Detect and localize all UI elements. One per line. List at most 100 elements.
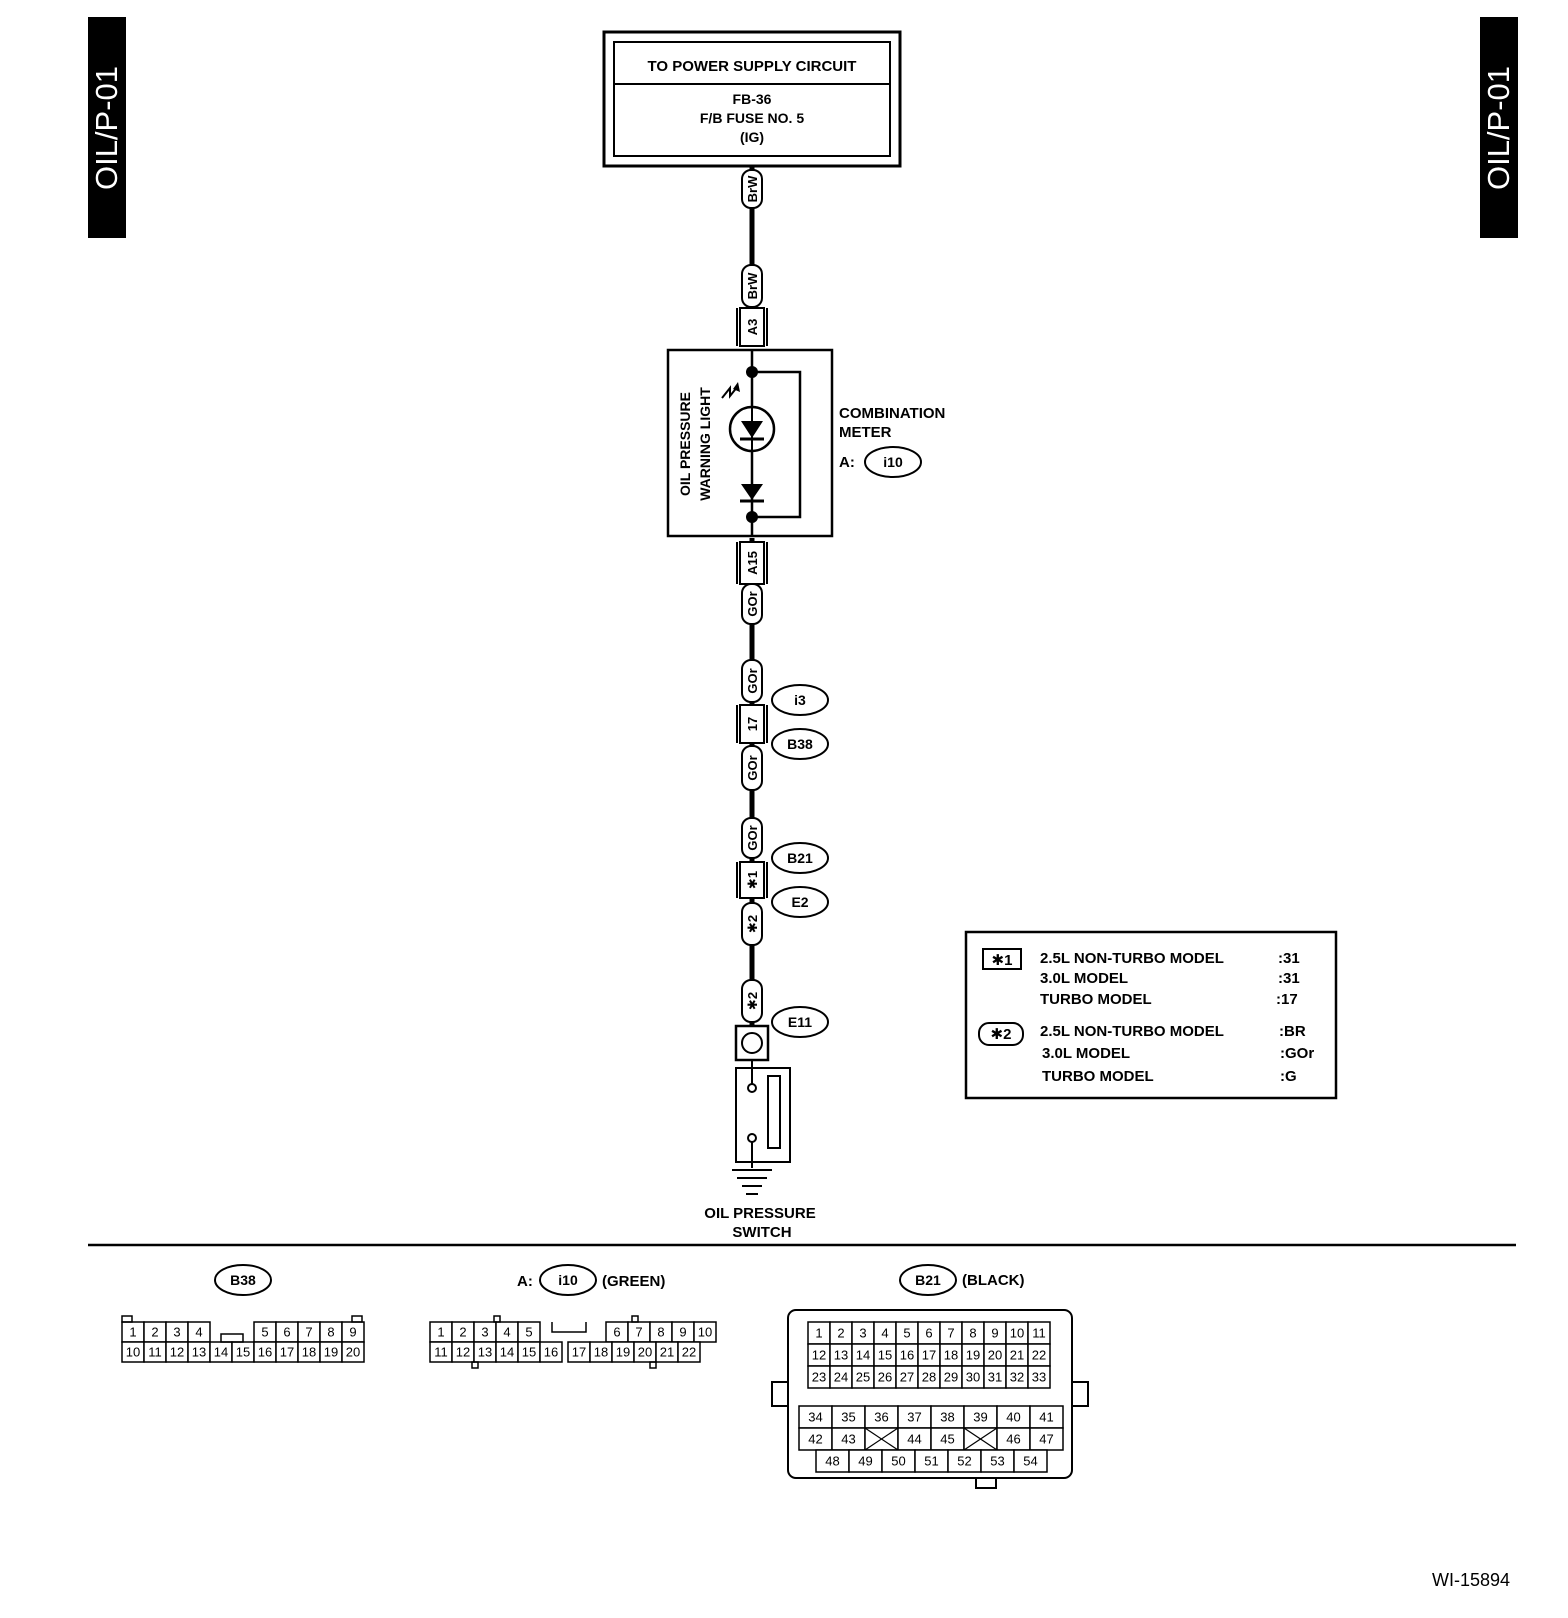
pin-cell: 15	[517, 1341, 541, 1363]
pin-number: 3	[859, 1326, 866, 1341]
pin-cell: 5	[253, 1321, 277, 1343]
pin-cell: 6	[275, 1321, 299, 1343]
pin-number: 8	[969, 1326, 976, 1341]
pin-number: 19	[324, 1345, 338, 1360]
pin-number: 40	[1006, 1410, 1020, 1425]
pin-number: 36	[874, 1410, 888, 1425]
pin-cell: 42	[798, 1427, 833, 1451]
pin-number: 4	[195, 1325, 202, 1340]
section-tab-left: OIL/P-01	[88, 17, 126, 238]
pin-number: 9	[349, 1325, 356, 1340]
svg-text:BrW: BrW	[745, 175, 760, 202]
pin-number: 9	[679, 1325, 686, 1340]
pin-number: 52	[957, 1454, 971, 1469]
pin-cell: 22	[677, 1341, 701, 1363]
pin-number: 18	[944, 1348, 958, 1363]
pin-number: 14	[214, 1345, 228, 1360]
pin-cell: 19	[319, 1341, 343, 1363]
combination-meter: OIL PRESSURE WARNING LIGHT	[666, 348, 834, 538]
pin-cell: 10	[693, 1321, 717, 1343]
pin-number: 10	[698, 1325, 712, 1340]
pin-number: 2	[151, 1325, 158, 1340]
pin-cell: 38	[930, 1405, 965, 1429]
pin-number: 45	[940, 1432, 954, 1447]
pin-cell: 27	[895, 1365, 919, 1389]
svg-text:B21: B21	[787, 850, 813, 866]
pin-cell: 24	[829, 1365, 853, 1389]
pin-cell: 37	[897, 1405, 932, 1429]
pin-number: 28	[922, 1370, 936, 1385]
pin-number: 29	[944, 1370, 958, 1385]
pin-number: 27	[900, 1370, 914, 1385]
pin-cell: 20	[633, 1341, 657, 1363]
svg-text:i10: i10	[883, 454, 903, 470]
pin-cell: 12	[451, 1341, 475, 1363]
connector-badge-e2: E2	[771, 886, 829, 918]
pin-number: 11	[434, 1345, 448, 1360]
pin-cell: 36	[864, 1405, 899, 1429]
pin-cell: 13	[473, 1341, 497, 1363]
pin-cell: 30	[961, 1365, 985, 1389]
svg-text:2.5L NON-TURBO MODEL: 2.5L NON-TURBO MODEL	[1040, 1023, 1224, 1040]
pin-number: 26	[878, 1370, 892, 1385]
pin-cell: 7	[939, 1321, 963, 1345]
pin-number: 23	[812, 1370, 826, 1385]
pin-number: 50	[891, 1454, 905, 1469]
pin-number: 43	[841, 1432, 855, 1447]
fuse-ignition: (IG)	[740, 129, 764, 145]
pinout-header-i10: A: i10 (GREEN)	[517, 1264, 665, 1296]
pin-cell: 17	[917, 1343, 941, 1367]
svg-text:2.5L NON-TURBO MODEL: 2.5L NON-TURBO MODEL	[1040, 950, 1224, 967]
pin-number: 49	[858, 1454, 872, 1469]
ground-icon	[732, 1169, 772, 1195]
meter-connector-badge: i10	[864, 446, 922, 478]
pin-number: 3	[481, 1325, 488, 1340]
pin-cell: 41	[1029, 1405, 1064, 1429]
pin-number: 31	[988, 1370, 1002, 1385]
svg-text:✱1: ✱1	[745, 871, 760, 889]
pin-number: 47	[1039, 1432, 1053, 1447]
pin-cell: 6	[917, 1321, 941, 1345]
connector-badge-e11: E11	[771, 1006, 829, 1038]
svg-text::GOr: :GOr	[1280, 1045, 1314, 1062]
pin-cell: 11	[1027, 1321, 1051, 1345]
pin-number: 15	[236, 1345, 250, 1360]
pin-number: 1	[815, 1326, 822, 1341]
pin-number: 46	[1006, 1432, 1020, 1447]
pin-number: 9	[991, 1326, 998, 1341]
note1-marker: ✱1	[992, 952, 1013, 969]
pin-cell: 26	[873, 1365, 897, 1389]
pin-number: 3	[173, 1325, 180, 1340]
pin-cell: 8	[649, 1321, 673, 1343]
pin-number: 7	[635, 1325, 642, 1340]
svg-text::31: :31	[1278, 970, 1300, 987]
svg-text:TURBO MODEL: TURBO MODEL	[1040, 991, 1152, 1008]
fuse-location: FB-36	[733, 91, 772, 107]
pin-cell: 19	[611, 1341, 635, 1363]
svg-text:BrW: BrW	[745, 272, 760, 299]
svg-text:17: 17	[745, 717, 760, 731]
pinout-header-b38: B38	[214, 1264, 272, 1296]
pin-cell: 18	[297, 1341, 321, 1363]
pin-cell: 7	[627, 1321, 651, 1343]
svg-text:i3: i3	[794, 692, 806, 708]
svg-text:B21: B21	[915, 1272, 941, 1288]
svg-text:3.0L MODEL: 3.0L MODEL	[1042, 1045, 1130, 1062]
svg-text:GOr: GOr	[745, 591, 760, 616]
warning-lamp-icon	[721, 382, 776, 453]
pin-cell: 49	[848, 1449, 883, 1473]
pin-number: 2	[837, 1326, 844, 1341]
fuse-name: F/B FUSE NO. 5	[700, 110, 804, 126]
pin-cell: 51	[914, 1449, 949, 1473]
warning-light-label-2: WARNING LIGHT	[697, 387, 713, 501]
pin-cell: 9	[341, 1321, 365, 1343]
pin-number: 24	[834, 1370, 848, 1385]
pinout-header-b21: B21 (BLACK)	[899, 1264, 1024, 1296]
wire-tag-gor-3: GOr	[741, 745, 763, 791]
pin-number: 12	[456, 1345, 470, 1360]
pin-cell: 5	[895, 1321, 919, 1345]
connector-badge-b21: B21	[771, 842, 829, 874]
pin-cell: 14	[495, 1341, 519, 1363]
